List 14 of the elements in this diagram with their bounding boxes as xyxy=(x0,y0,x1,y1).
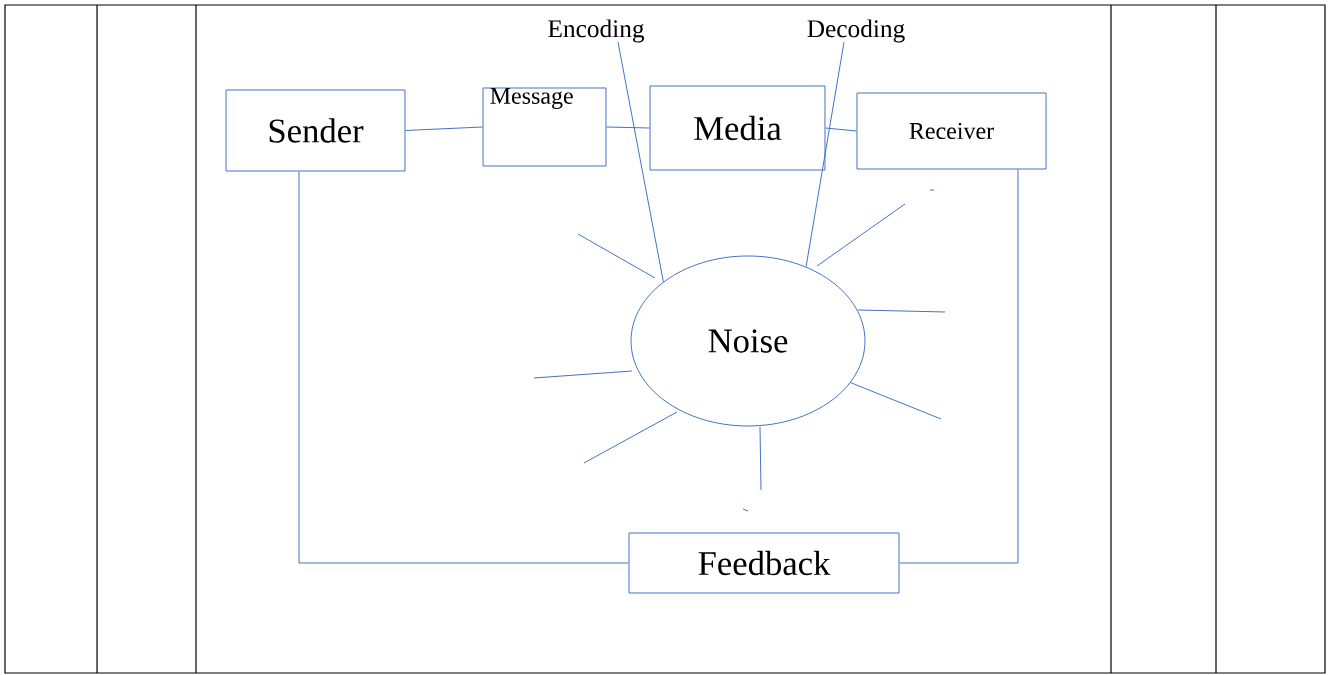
connector-line xyxy=(405,126,484,131)
process-box: Receiver xyxy=(856,92,1047,170)
leader-line xyxy=(617,41,664,283)
connector-line xyxy=(824,127,857,132)
label-text: Encoding xyxy=(548,19,645,43)
process-box: Sender xyxy=(225,89,406,172)
process-box: Message xyxy=(482,87,607,167)
connector-line xyxy=(899,169,1019,564)
connector-line xyxy=(298,171,629,564)
process-box: Feedback xyxy=(628,532,900,594)
label-text: Decoding xyxy=(807,19,905,43)
leader-line xyxy=(805,41,845,268)
connector-line xyxy=(605,126,651,129)
process-box: Media xyxy=(649,85,826,171)
